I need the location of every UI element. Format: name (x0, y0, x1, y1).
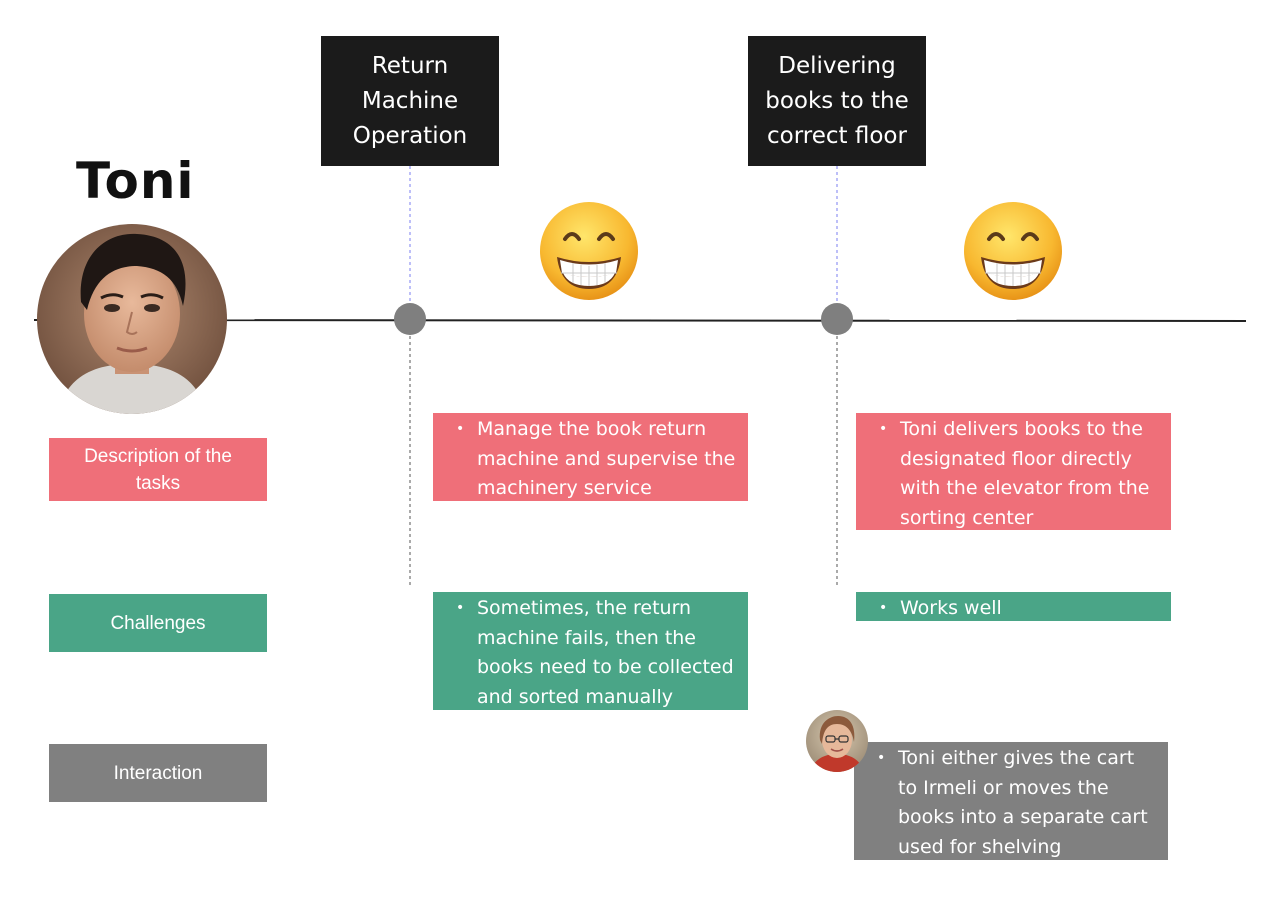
row-label-interaction: Interaction (49, 744, 267, 802)
grinning-face-icon (539, 201, 639, 301)
description-text: Manage the book return machine and super… (477, 418, 736, 499)
persona-name: Toni (76, 152, 195, 210)
timeline-node-2 (821, 303, 853, 335)
description-card-delivering-books: • Toni delivers books to the designated … (856, 413, 1171, 530)
bullet: • (877, 750, 886, 766)
stage-box-return-machine: Return Machine Operation (321, 36, 499, 166)
row-label-description: Description of the tasks (49, 438, 267, 501)
bullet: • (879, 600, 888, 616)
timeline-axis (33, 319, 1247, 322)
challenges-card-return-machine: • Sometimes, the return machine fails, t… (433, 592, 748, 710)
challenges-text: Works well (900, 597, 1002, 619)
description-card-return-machine: • Manage the book return machine and sup… (433, 413, 748, 501)
grinning-face-icon (963, 201, 1063, 301)
timeline-node-1 (394, 303, 426, 335)
colleague-avatar (806, 710, 868, 772)
interaction-card-delivering-books: • Toni either gives the cart to Irmeli o… (854, 742, 1168, 860)
challenges-card-delivering-books: • Works well (856, 592, 1171, 621)
bullet: • (879, 421, 888, 437)
persona-avatar (37, 224, 227, 414)
stage-box-delivering-books: Delivering books to the correct floor (748, 36, 926, 166)
row-label-challenges: Challenges (49, 594, 267, 652)
bullet: • (456, 421, 465, 437)
interaction-text: Toni either gives the cart to Irmeli or … (898, 747, 1148, 858)
bullet: • (456, 600, 465, 616)
description-text: Toni delivers books to the designated fl… (900, 418, 1150, 529)
challenges-text: Sometimes, the return machine fails, the… (477, 597, 734, 708)
